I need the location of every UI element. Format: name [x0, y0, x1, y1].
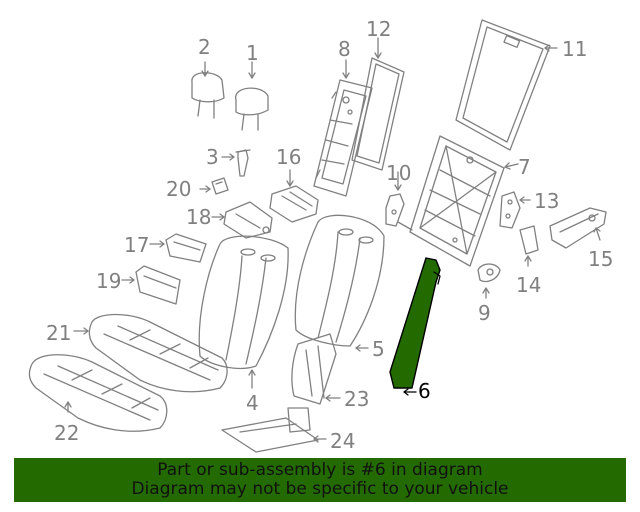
- part-21-seat-cushion: [73, 313, 228, 393]
- callout-8[interactable]: 8: [338, 37, 351, 61]
- callout-14[interactable]: 14: [516, 273, 541, 297]
- part-14-bracket: [519, 225, 539, 267]
- part-10-bracket: [385, 171, 405, 227]
- callout-23[interactable]: 23: [344, 387, 369, 411]
- banner-part-note: Part or sub-assembly is #6 in diagram: [157, 460, 483, 480]
- part-23-lower-panel: [291, 333, 341, 405]
- callout-10[interactable]: 10: [386, 161, 411, 185]
- callout-16[interactable]: 16: [276, 145, 301, 169]
- part-13-hinge-bracket: [499, 191, 531, 229]
- callout-2[interactable]: 2: [198, 35, 211, 59]
- part-15-hinge: [549, 207, 607, 249]
- callout-19[interactable]: 19: [96, 269, 121, 293]
- part-5-backrest-cushion: [294, 214, 385, 352]
- part-24-floor-panel: [221, 407, 327, 453]
- part-4-backrest-cushion: [198, 235, 289, 389]
- callout-6[interactable]: 6: [418, 379, 431, 403]
- part-18-trim-cover: [211, 201, 273, 239]
- part-7-backrest-frame: [397, 135, 519, 267]
- callout-11[interactable]: 11: [562, 37, 587, 61]
- part-12-cover-panel: [351, 37, 405, 171]
- banner-disclaimer: Diagram may not be specific to your vehi…: [131, 479, 509, 499]
- callout-7[interactable]: 7: [518, 155, 531, 179]
- callout-9[interactable]: 9: [478, 301, 491, 325]
- callout-17[interactable]: 17: [124, 233, 149, 257]
- callout-22[interactable]: 22: [54, 421, 79, 445]
- callout-18[interactable]: 18: [186, 205, 211, 229]
- part-16-trim-cover: [269, 169, 319, 223]
- part-22-seat-cushion: [28, 354, 168, 432]
- part-1-headrest: [235, 61, 269, 131]
- callout-4[interactable]: 4: [246, 391, 259, 415]
- seat-parts-diagram: 1 2 3 4 5 6 7 8 9 10 11 12 13 14 15 16 1…: [28, 17, 613, 453]
- callout-24[interactable]: 24: [330, 429, 355, 453]
- callout-21[interactable]: 21: [46, 321, 71, 345]
- part-6-side-trim-highlighted: [389, 257, 441, 396]
- part-20-clip: [199, 177, 229, 195]
- callout-13[interactable]: 13: [534, 189, 559, 213]
- callout-3[interactable]: 3: [206, 145, 219, 169]
- callout-15[interactable]: 15: [588, 247, 613, 271]
- part-9-release-knob: [477, 263, 501, 299]
- callout-12[interactable]: 12: [366, 17, 391, 41]
- part-2-headrest: [191, 61, 225, 119]
- part-17-trim-cover: [149, 233, 207, 263]
- callout-5[interactable]: 5: [372, 337, 385, 361]
- callout-1[interactable]: 1: [246, 41, 259, 65]
- part-11-backrest-panel: [455, 19, 558, 151]
- disclaimer-banner: Part or sub-assembly is #6 in diagram Di…: [14, 458, 626, 502]
- part-3-guide-sleeve: [221, 149, 251, 177]
- part-8-seat-frame: [313, 59, 373, 197]
- part-19-trim-cover: [121, 265, 181, 305]
- callout-20[interactable]: 20: [166, 177, 191, 201]
